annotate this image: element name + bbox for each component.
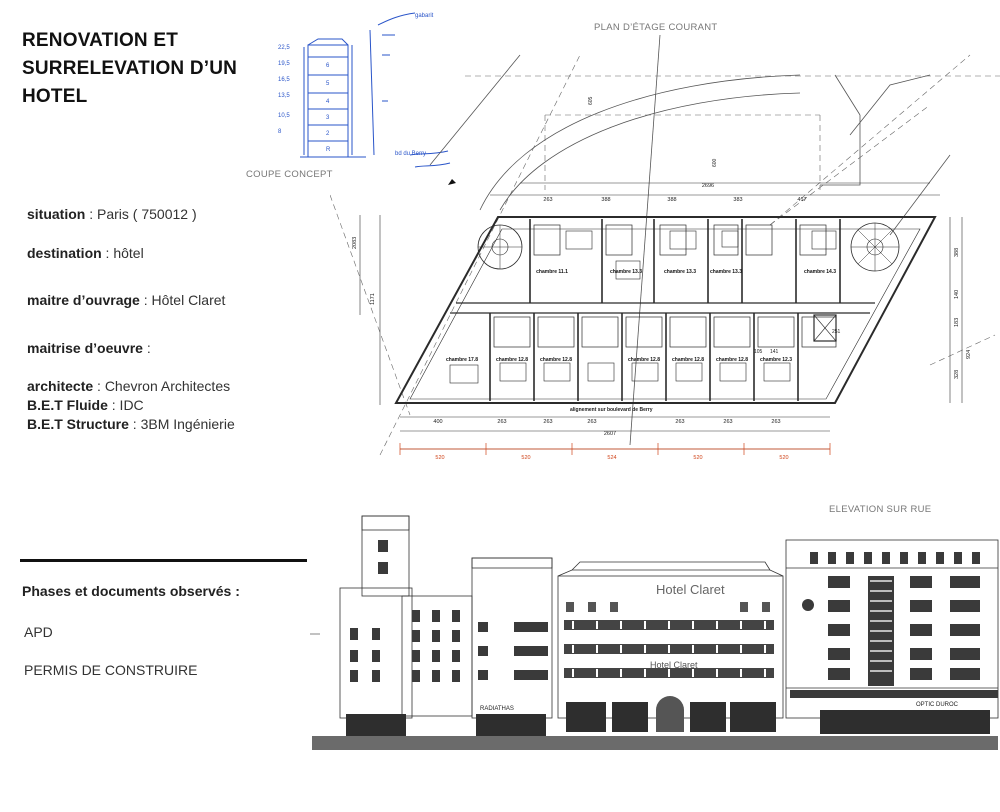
room-label: chambre 11.1 bbox=[536, 269, 568, 275]
info-situation: situation : Paris ( 750012 ) bbox=[27, 205, 197, 224]
caption-coupe-concept: COUPE CONCEPT bbox=[246, 169, 333, 180]
dim-red: 520 bbox=[693, 455, 702, 461]
svg-text:22,5: 22,5 bbox=[278, 45, 290, 51]
plan-misc-label: 105 bbox=[754, 349, 763, 355]
dim-right: 924 bbox=[966, 350, 972, 359]
room-label: chambre 13.3 bbox=[664, 269, 696, 275]
svg-text:8: 8 bbox=[278, 129, 282, 135]
svg-text:10,5: 10,5 bbox=[278, 113, 290, 119]
sign-hotel-claret-top: Hotel Claret bbox=[656, 582, 725, 597]
project-title: RENOVATION ET SURRELEVATION D’UN HOTEL bbox=[22, 27, 262, 111]
svg-text:bd du Berry: bd du Berry bbox=[395, 151, 426, 157]
info-value: : bbox=[142, 340, 151, 356]
info-key: destination bbox=[27, 245, 102, 261]
info-value: : IDC bbox=[107, 397, 144, 413]
dim-top: 263 bbox=[543, 197, 552, 203]
phase-item-apd: APD bbox=[24, 624, 53, 640]
svg-text:3: 3 bbox=[326, 115, 330, 121]
sign-hotel-claret-facade: Hotel Claret bbox=[650, 660, 698, 670]
dim-bottom: 263 bbox=[723, 419, 732, 425]
dim-top-total: 2696 bbox=[702, 183, 714, 189]
room-label: chambre 12.8 bbox=[672, 357, 704, 363]
coupe-concept-sketch: 22,5 19,5 16,5 13,5 10,5 8 6 5 4 3 2 R b… bbox=[278, 12, 451, 168]
dim-bottom-total: 2607 bbox=[604, 431, 616, 437]
svg-text:4: 4 bbox=[326, 99, 330, 105]
phases-heading: Phases et documents observés : bbox=[22, 583, 240, 599]
title-line-2: SURRELEVATION D’UN bbox=[22, 58, 238, 79]
room-label: chambre 14.3 bbox=[804, 269, 836, 275]
dim-red: 520 bbox=[521, 455, 530, 461]
room-label: chambre 13.3 bbox=[710, 269, 742, 275]
svg-text:6: 6 bbox=[326, 63, 330, 69]
dim-bottom: 263 bbox=[771, 419, 780, 425]
dim-bottom: 263 bbox=[543, 419, 552, 425]
info-key: maitre d’ouvrage bbox=[27, 292, 140, 308]
svg-text:2: 2 bbox=[326, 131, 330, 137]
svg-text:19,5: 19,5 bbox=[278, 61, 290, 67]
north-arrow-icon bbox=[448, 179, 456, 185]
room-label: chambre 12.8 bbox=[628, 357, 660, 363]
info-destination: destination : hôtel bbox=[27, 244, 144, 263]
title-line-3: HOTEL bbox=[22, 86, 88, 107]
dim-left: 1171 bbox=[370, 293, 376, 305]
dim-top: 388 bbox=[667, 197, 676, 203]
room-label: chambre 17.8 bbox=[446, 357, 478, 363]
info-value: : Hôtel Claret bbox=[139, 292, 226, 308]
plan-misc-label: 251 bbox=[832, 329, 841, 335]
dim-bottom: 400 bbox=[433, 419, 442, 425]
dim-top: 383 bbox=[733, 197, 742, 203]
dim-bottom: 263 bbox=[497, 419, 506, 425]
dim-right: 328 bbox=[954, 370, 960, 379]
room-label: chambre 12.3 bbox=[760, 357, 792, 363]
dim-right: 388 bbox=[954, 248, 960, 257]
info-architecte: architecte : Chevron Architectes bbox=[27, 377, 230, 396]
info-bet-fluide: B.E.T Fluide : IDC bbox=[27, 396, 144, 415]
phase-item-permis: PERMIS DE CONSTRUIRE bbox=[24, 662, 198, 678]
info-bet-structure: B.E.T Structure : 3BM Ingénierie bbox=[27, 415, 235, 434]
dim-bottom: 263 bbox=[587, 419, 596, 425]
caption-elevation: ELEVATION SUR RUE bbox=[829, 504, 932, 515]
info-value: : hôtel bbox=[101, 245, 144, 261]
svg-text:5: 5 bbox=[326, 81, 330, 87]
room-label: chambre 12.8 bbox=[496, 357, 528, 363]
svg-text:16,5: 16,5 bbox=[278, 77, 290, 83]
dim-top: 417 bbox=[797, 197, 806, 203]
sign-optic-duroc: OPTIC DUROC bbox=[916, 702, 959, 708]
info-maitrise-oeuvre: maitrise d’oeuvre : bbox=[27, 339, 151, 358]
info-key: architecte bbox=[27, 378, 94, 394]
dim-right: 140 bbox=[954, 290, 960, 299]
dim-red: 524 bbox=[607, 455, 616, 461]
street-alignment-label: alignement sur boulevard de Berry bbox=[570, 407, 653, 413]
plan-misc-label: 605 bbox=[588, 96, 594, 105]
divider bbox=[20, 559, 307, 562]
dim-top: 388 bbox=[601, 197, 610, 203]
dim-red: 520 bbox=[779, 455, 788, 461]
room-label: chambre 12.8 bbox=[540, 357, 572, 363]
floor-plan: 263 388 388 383 417 2696 400 263 263 263… bbox=[330, 35, 1000, 461]
plan-misc-label: 141 bbox=[770, 349, 779, 355]
dim-right: 183 bbox=[954, 318, 960, 327]
info-value: : Chevron Architectes bbox=[93, 378, 231, 394]
caption-plan: PLAN D’ÉTAGE COURANT bbox=[594, 22, 718, 33]
dim-left: 2083 bbox=[352, 237, 358, 249]
room-label: chambre 13.3 bbox=[610, 269, 642, 275]
info-key: maitrise d’oeuvre bbox=[27, 340, 143, 356]
info-value: : 3BM Ingénierie bbox=[128, 416, 235, 432]
info-key: B.E.T Structure bbox=[27, 416, 129, 432]
sign-radiathas: RADIATHAS bbox=[480, 706, 514, 712]
svg-text:R: R bbox=[326, 147, 331, 153]
dim-red: 520 bbox=[435, 455, 444, 461]
title-line-1: RENOVATION ET bbox=[22, 30, 179, 51]
info-maitre-ouvrage: maitre d’ouvrage : Hôtel Claret bbox=[27, 291, 225, 310]
info-key: B.E.T Fluide bbox=[27, 397, 108, 413]
room-label: chambre 12.8 bbox=[716, 357, 748, 363]
street-elevation: RADIATHAS OPTIC DUROC Hotel Claret Hotel… bbox=[310, 515, 999, 750]
dim-bottom: 263 bbox=[675, 419, 684, 425]
info-key: situation bbox=[27, 206, 86, 222]
svg-text:13,5: 13,5 bbox=[278, 93, 290, 99]
plan-misc-label: 600 bbox=[712, 158, 718, 167]
info-value: : Paris ( 750012 ) bbox=[85, 206, 197, 222]
svg-text:gabarit: gabarit bbox=[415, 13, 434, 19]
